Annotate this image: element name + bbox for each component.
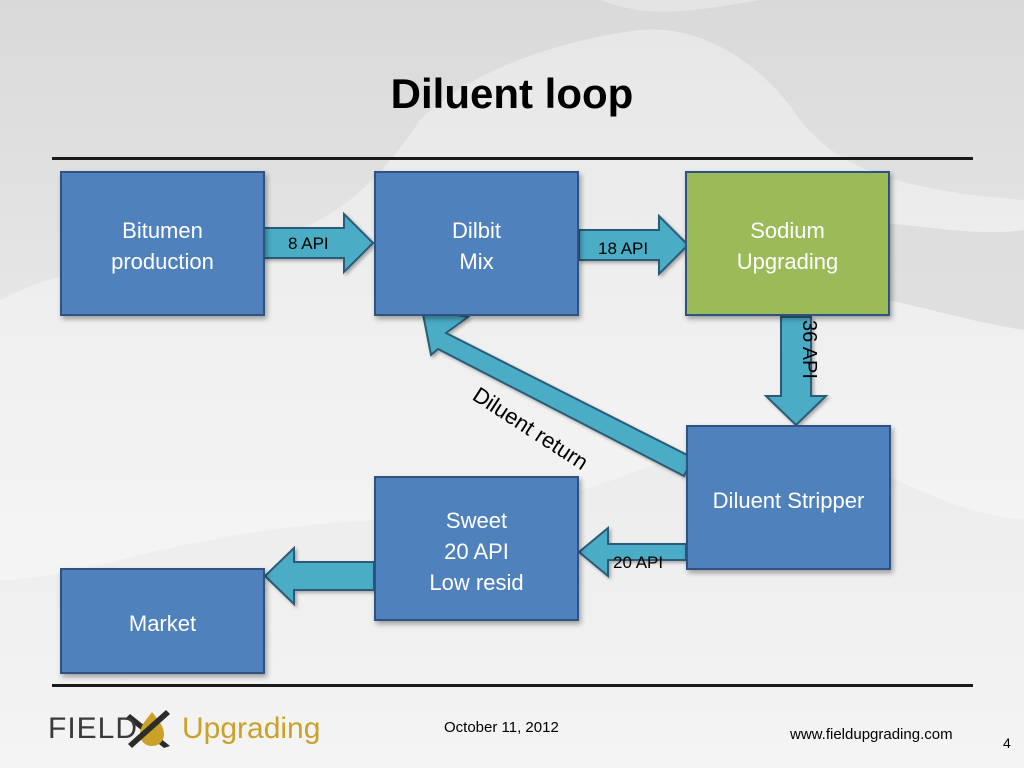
edge-label-20-api: 20 API: [613, 553, 664, 572]
node-label: Dilbit: [452, 218, 501, 243]
node-bitumen-production: Bitumen production: [60, 171, 265, 316]
arrow-bitumen-to-dilbit: [263, 211, 375, 275]
arrow-stripper-to-sweet: [577, 525, 687, 579]
node-label: Low resid: [429, 570, 524, 595]
node-label: Sweet: [445, 508, 508, 533]
node-label: Bitumen: [122, 218, 203, 243]
node-diluent-stripper: Diluent Stripper: [686, 425, 891, 570]
arrow-dilbit-to-sodium: [578, 213, 690, 277]
bottom-rule: [52, 684, 973, 687]
arrow-sodium-to-stripper: [763, 316, 829, 427]
page-number: 4: [1003, 735, 1011, 751]
logo-text-field: FIELD: [48, 712, 139, 745]
logo-text-upgrading: Upgrading: [182, 712, 321, 745]
node-sodium-upgrading: Sodium Upgrading: [685, 171, 890, 316]
edge-label-8-api: 8 API: [288, 234, 329, 253]
edge-label-36-api: 36 API: [798, 320, 820, 379]
edge-label-18-api: 18 API: [598, 239, 649, 258]
footer-url: www.fieldupgrading.com: [790, 726, 953, 743]
node-label: Market: [128, 611, 197, 636]
node-market: Market: [60, 568, 265, 674]
node-label: Upgrading: [736, 249, 839, 274]
node-sweet: Sweet 20 API Low resid: [374, 476, 579, 621]
arrow-sweet-to-market: [263, 545, 375, 607]
node-label: Diluent Stripper: [712, 488, 865, 513]
page-title: Diluent loop: [390, 70, 634, 117]
node-label: production: [111, 249, 214, 274]
node-label: 20 API: [444, 539, 509, 564]
node-label: Sodium: [750, 218, 825, 243]
logo-mark-icon: [126, 710, 170, 748]
node-dilbit-mix: Dilbit Mix: [374, 171, 579, 316]
footer-date: October 11, 2012: [444, 719, 559, 736]
top-rule: [52, 157, 973, 160]
node-label: Mix: [459, 249, 494, 274]
arrow-diluent-return: [420, 307, 695, 478]
